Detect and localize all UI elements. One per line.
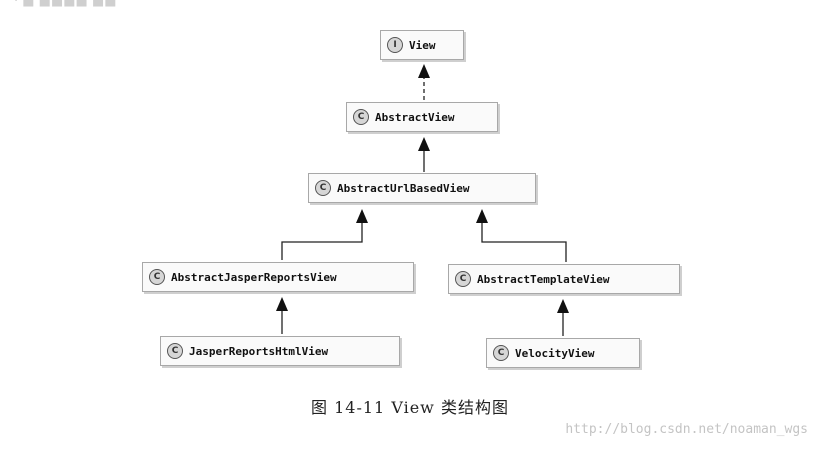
connector-jasper-urlbased xyxy=(281,222,363,260)
arrowhead-abstractview xyxy=(418,137,430,151)
class-icon: C xyxy=(149,269,165,285)
class-node-abstractview[interactable]: C AbstractView xyxy=(346,102,498,132)
class-node-label: VelocityView xyxy=(515,346,595,360)
class-node-abstracttemplateview[interactable]: C AbstractTemplateView xyxy=(448,264,680,294)
arrowhead-template xyxy=(557,299,569,313)
connector-template-urlbased xyxy=(481,222,567,262)
class-node-label: AbstractUrlBasedView xyxy=(337,181,470,195)
figure-caption: 图 14-11 View 类结构图 xyxy=(311,398,509,417)
class-node-label: View xyxy=(409,38,436,52)
arrowhead-jasper xyxy=(276,297,288,311)
arrowhead-urlbased-right xyxy=(476,209,488,223)
arrowhead-urlbased-left xyxy=(356,209,368,223)
arrowhead-view xyxy=(418,64,430,78)
class-node-abstractjasperreportsview[interactable]: C AbstractJasperReportsView xyxy=(142,262,414,292)
class-node-jasperreportshtmlview[interactable]: C JasperReportsHtmlView xyxy=(160,336,400,366)
class-node-label: AbstractView xyxy=(375,110,455,124)
interface-icon: I xyxy=(387,37,403,53)
class-node-velocityview[interactable]: C VelocityView xyxy=(486,338,640,368)
class-node-abstracturlbasedview[interactable]: C AbstractUrlBasedView xyxy=(308,173,536,203)
class-node-label: JasperReportsHtmlView xyxy=(189,344,329,358)
class-node-view[interactable]: I View xyxy=(380,30,464,60)
class-icon: C xyxy=(493,345,509,361)
class-node-label: AbstractTemplateView xyxy=(477,272,610,286)
cropped-header-text: · ■ ■■■■ ■■ xyxy=(14,0,117,9)
class-icon: C xyxy=(315,180,331,196)
class-node-label: AbstractJasperReportsView xyxy=(171,270,337,284)
class-icon: C xyxy=(455,271,471,287)
watermark-url: http://blog.csdn.net/noaman_wgs xyxy=(565,422,808,437)
class-icon: C xyxy=(353,109,369,125)
class-icon: C xyxy=(167,343,183,359)
